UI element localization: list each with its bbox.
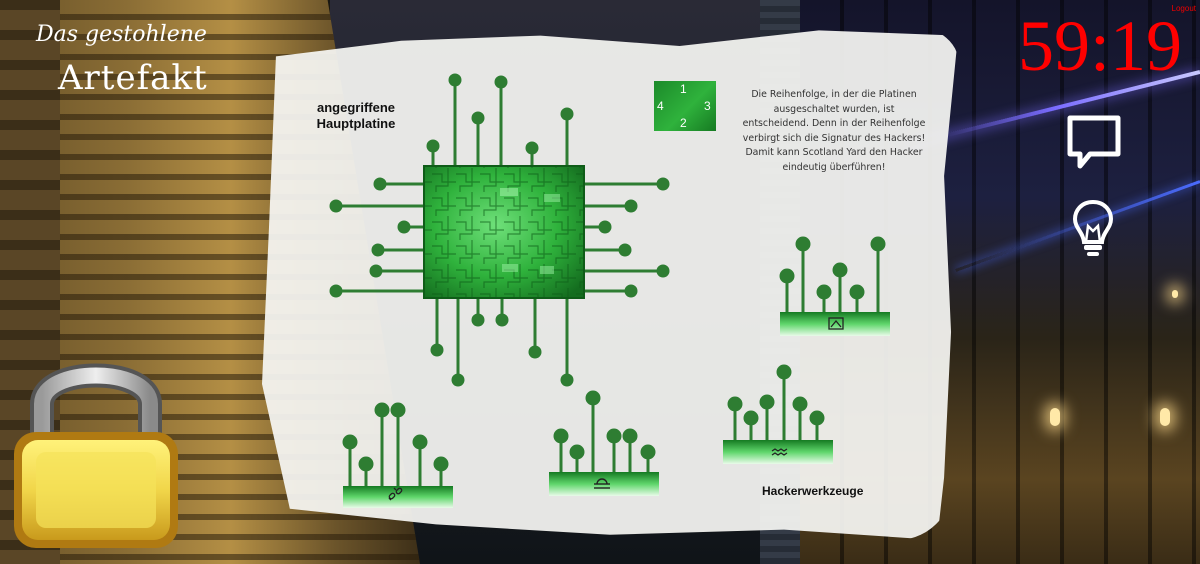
- game-title-line2: Artefakt: [58, 58, 208, 98]
- hint-text: Die Reihenfolge, in der die Platinen aus…: [742, 89, 926, 173]
- order-key-top: 1: [680, 82, 687, 96]
- main-board-label-line1: angegriffene: [316, 100, 395, 115]
- order-key-bottom: 2: [680, 116, 687, 130]
- padlock-icon[interactable]: [12, 346, 180, 550]
- order-key-right: 3: [704, 99, 711, 113]
- order-key-left: 4: [657, 99, 664, 113]
- hacker-tools-label: Hackerwerkzeuge: [762, 484, 864, 498]
- aquarius-icon: [771, 448, 788, 456]
- main-board-label: angegriffene Hauptplatine: [296, 100, 416, 132]
- mountain-image-icon: [828, 317, 844, 330]
- main-circuit-chip[interactable]: [423, 165, 585, 299]
- countdown-timer: 59:19: [1017, 6, 1182, 86]
- circuit-board-1[interactable]: [342, 402, 453, 508]
- circuit-board-2[interactable]: [549, 390, 659, 496]
- puzzle-paper: [262, 30, 958, 540]
- libra-icon: [594, 478, 610, 489]
- street-lamp: [1160, 408, 1170, 426]
- broken-link-icon: [388, 487, 403, 501]
- lightbulb-icon[interactable]: [1070, 198, 1116, 258]
- chat-icon[interactable]: [1064, 112, 1124, 172]
- main-board-label-line2: Hauptplatine: [316, 116, 396, 131]
- street-lamp: [1050, 408, 1060, 426]
- circuit-board-3[interactable]: [723, 364, 833, 464]
- street-lamp: [1172, 290, 1178, 298]
- game-title-line1: Das gestohlene: [36, 22, 207, 47]
- circuit-board-4[interactable]: [779, 236, 890, 336]
- main-chip-pins: [329, 73, 670, 387]
- order-key-board: 1 3 2 4: [654, 81, 716, 131]
- logout-link[interactable]: Logout: [1171, 4, 1196, 13]
